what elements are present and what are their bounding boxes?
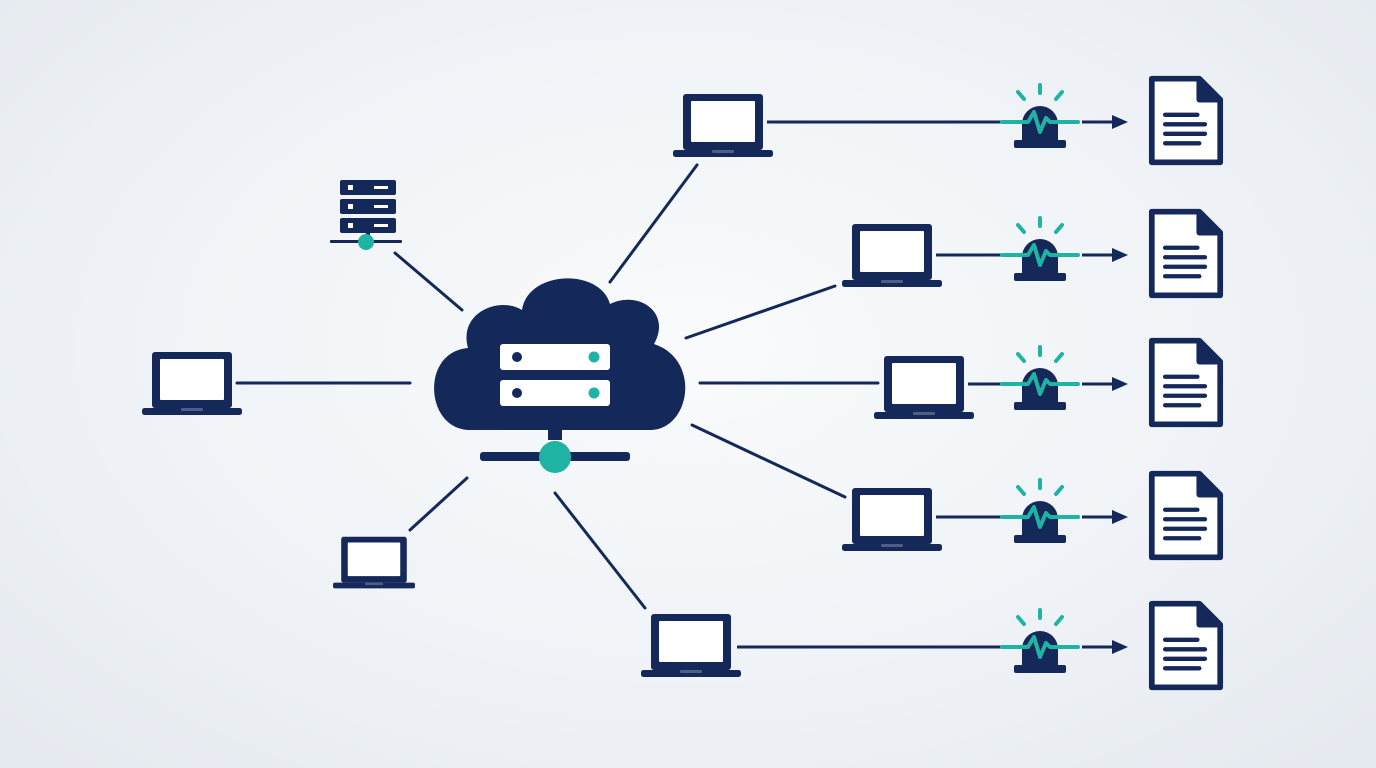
document-icon	[1152, 341, 1220, 425]
arrow-right-icon	[1080, 638, 1130, 656]
hub-connection-line	[690, 423, 847, 499]
server-rack-icon	[330, 180, 402, 250]
arrow-right-icon	[1080, 113, 1130, 131]
arrow-right-icon	[1080, 508, 1130, 526]
cloud-server-icon	[434, 278, 686, 473]
hub-connection-line	[393, 251, 464, 312]
laptop-icon	[333, 536, 415, 589]
alarm-siren-icon	[1000, 478, 1080, 545]
alert-row	[767, 79, 1220, 163]
hub-connection-line	[408, 476, 469, 532]
connection-lines	[235, 163, 880, 610]
document-icon	[1152, 604, 1220, 688]
arrow-right-icon	[1080, 246, 1130, 264]
hub-connection-line	[553, 491, 647, 610]
laptop-icon	[874, 356, 974, 419]
laptop-icon	[842, 224, 942, 287]
laptop-icon	[641, 614, 741, 677]
alert-row	[737, 604, 1220, 688]
document-icon	[1152, 474, 1220, 558]
arrow-right-icon	[1080, 375, 1130, 393]
laptop-icon	[673, 94, 773, 157]
document-icon	[1152, 212, 1220, 296]
alarm-siren-icon	[1000, 345, 1080, 412]
laptop-icon	[842, 488, 942, 551]
alarm-siren-icon	[1000, 83, 1080, 150]
hub-connection-line	[608, 163, 699, 284]
alert-row	[936, 212, 1220, 296]
alert-rows	[737, 79, 1220, 688]
hub-connection-line	[684, 284, 837, 340]
laptop-icon	[142, 352, 242, 415]
alarm-siren-icon	[1000, 216, 1080, 283]
alarm-siren-icon	[1000, 608, 1080, 675]
alert-row	[936, 474, 1220, 558]
document-icon	[1152, 79, 1220, 163]
alert-row	[968, 341, 1220, 425]
